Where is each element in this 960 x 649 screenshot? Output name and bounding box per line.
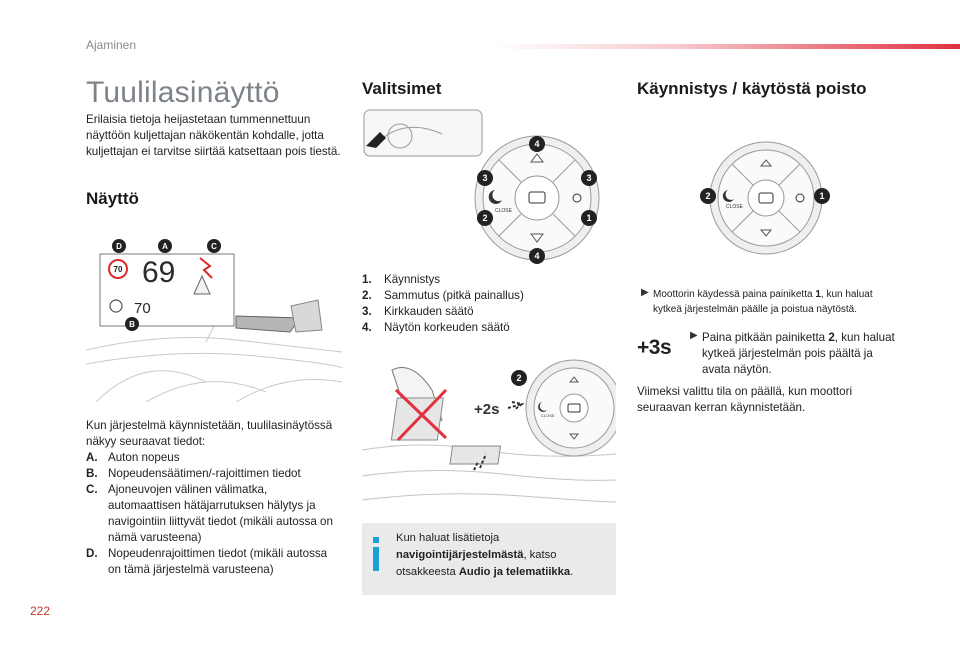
svg-text:4: 4 — [534, 139, 539, 149]
bullet-arrow-icon: ▶ — [641, 287, 649, 298]
svg-text:CLOSE: CLOSE — [541, 413, 555, 418]
display-lead-text: Kun järjestelmä käynnistetään, tuulilasi… — [86, 419, 333, 448]
info-icon — [373, 537, 379, 571]
control-pad-figure: CLOSE 4 3 3 2 1 4 — [362, 106, 612, 268]
callout-c: C — [211, 242, 217, 251]
header-accent-bar — [492, 44, 960, 49]
hold-3s-label: +3s — [637, 336, 672, 359]
svg-text:2: 2 — [482, 213, 487, 223]
list-item: A.Auton nopeus — [86, 451, 180, 464]
intro-paragraph: Erilaisia tietoja heijastetaan tummennet… — [86, 113, 341, 158]
bullet-arrow-icon: ▶ — [690, 330, 698, 341]
moon-icon — [488, 190, 502, 204]
svg-text:2: 2 — [705, 191, 710, 201]
cruise-speed-text: 70 — [134, 300, 151, 317]
startstop-pad-figure: CLOSE 2 1 — [700, 140, 832, 256]
selectors-heading: Valitsimet — [362, 79, 442, 98]
list-item: 1.Käynnistys — [362, 273, 441, 286]
close-text: CLOSE — [495, 208, 513, 214]
startstop-note-1: ▶ Moottorin käydessä paina painiketta 1,… — [641, 287, 873, 315]
callout-d: D — [116, 242, 122, 251]
vehicle-speed-text: 69 — [142, 256, 175, 289]
list-item: D.Nopeudenrajoittimen tiedot (mikäli aut… — [86, 547, 328, 576]
startstop-note-2: ▶ Paina pitkään painiketta 2, kun haluat… — [690, 330, 895, 376]
long-press-figure: CLOSE 2 +2s — [362, 350, 616, 512]
svg-text:CLOSE: CLOSE — [726, 204, 744, 210]
section-label: Ajaminen — [86, 38, 137, 52]
speed-limit-text: 70 — [114, 265, 123, 274]
svg-text:1: 1 — [586, 213, 591, 223]
hud-icon — [528, 191, 546, 204]
brightness-icon — [572, 193, 582, 203]
selectors-items-list: 1.Käynnistys 2.Sammutus (pitkä painallus… — [362, 272, 612, 336]
list-item: B.Nopeudensäätimen/-rajoittimen tiedot — [86, 467, 301, 480]
startstop-heading: Käynnistys / käytöstä poisto — [637, 79, 867, 98]
page-title: Tuulilasinäyttö — [86, 76, 280, 109]
list-item: 4.Näytön korkeuden säätö — [362, 321, 510, 334]
svg-text:1: 1 — [819, 191, 824, 201]
page-number: 222 — [30, 604, 51, 618]
height-down-icon — [530, 233, 544, 243]
hud-display-figure: 70 69 70 D A C B — [86, 232, 342, 402]
svg-text:4: 4 — [534, 251, 539, 261]
collision-alert-icon — [199, 257, 213, 279]
list-item: 2.Sammutus (pitkä painallus) — [362, 289, 524, 302]
info-box: Kun haluat lisätietoja navigointijärjest… — [362, 523, 616, 595]
info-text: Kun haluat lisätietoja navigointijärjest… — [396, 532, 574, 578]
svg-text:3: 3 — [482, 173, 487, 183]
cruise-control-icon — [109, 299, 123, 313]
display-heading: Näyttö — [86, 189, 139, 208]
list-item: 3.Kirkkauden säätö — [362, 305, 474, 318]
svg-text:2: 2 — [516, 373, 521, 383]
startstop-note-3: Viimeksi valittu tila on päällä, kun moo… — [637, 385, 853, 414]
height-up-icon — [530, 153, 544, 163]
display-items-list: A.Auton nopeus B.Nopeudensäätimen/-rajoi… — [86, 450, 342, 578]
callout-a: A — [162, 242, 168, 251]
svg-text:3: 3 — [586, 173, 591, 183]
road-icon — [193, 274, 211, 295]
list-item: C.Ajoneuvojen välinen välimatka, automaa… — [86, 483, 333, 544]
callout-b: B — [129, 320, 135, 329]
hold-2s-label: +2s — [474, 401, 499, 418]
